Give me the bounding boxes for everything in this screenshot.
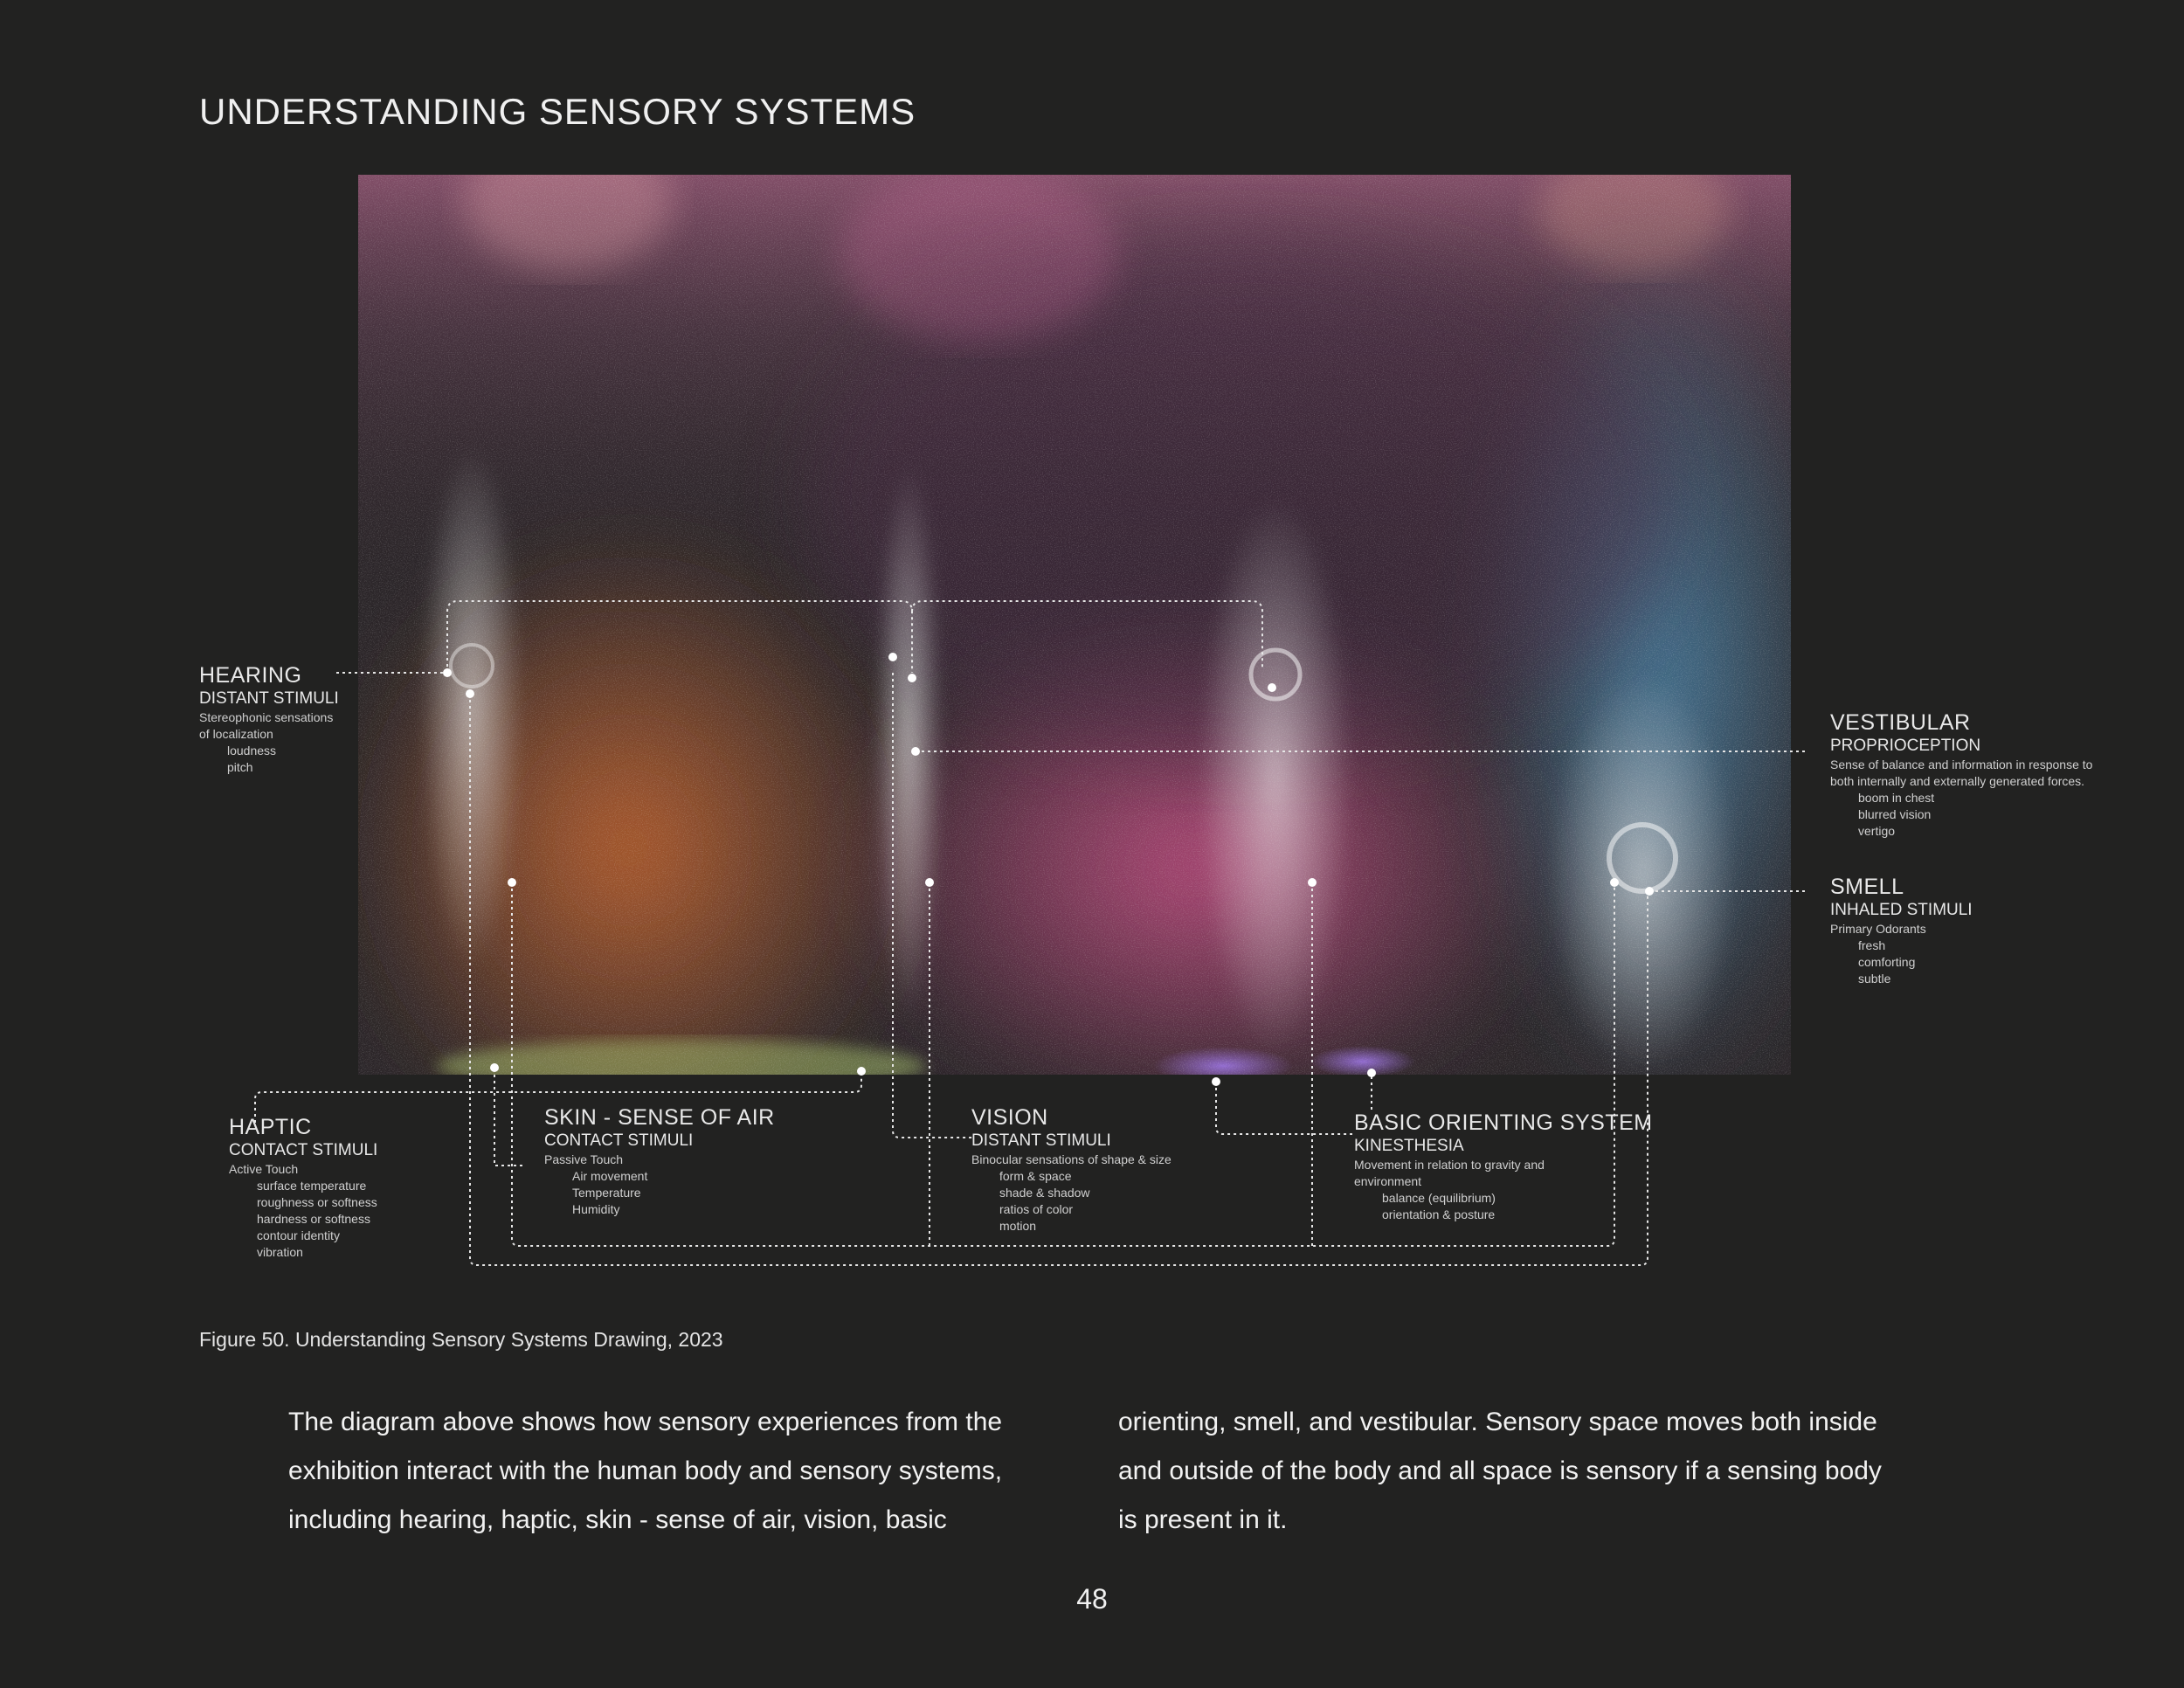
hearing-sub: DISTANT STIMULI	[199, 689, 339, 708]
page-number: 48	[1076, 1583, 1108, 1615]
vestibular-desc: both internally and externally generated…	[1830, 774, 2085, 788]
hearing-desc: Stereophonic sensations	[199, 710, 334, 724]
haptic-sub: CONTACT STIMULI	[229, 1141, 378, 1159]
orienting-label: BASIC ORIENTING SYSTEM KINESTHESIA Movem…	[1354, 1110, 1653, 1223]
smell-item: subtle	[1858, 972, 1891, 986]
haptic-item: contour identity	[257, 1228, 340, 1242]
vision-item: ratios of color	[999, 1202, 1074, 1216]
connector-lines	[254, 600, 1808, 1266]
connector-nodes	[443, 653, 1654, 1086]
haptic-heading: HAPTIC	[229, 1115, 312, 1139]
skin-heading: SKIN - SENSE OF AIR	[544, 1105, 775, 1130]
smell-item: comforting	[1858, 955, 1916, 969]
body-paragraph-right: orienting, smell, and vestibular. Sensor…	[1118, 1408, 1882, 1534]
smell-label: SMELL INHALED STIMULI Primary Odorants f…	[1830, 874, 1973, 987]
haptic-item: vibration	[257, 1245, 303, 1259]
skin-sub: CONTACT STIMULI	[544, 1131, 694, 1150]
haptic-item: hardness or softness	[257, 1212, 370, 1226]
vision-sub: DISTANT STIMULI	[971, 1131, 1111, 1150]
orienting-desc: environment	[1354, 1174, 1422, 1188]
orienting-heading: BASIC ORIENTING SYSTEM	[1354, 1110, 1653, 1135]
page-title: UNDERSTANDING SENSORY SYSTEMS	[199, 91, 916, 132]
orienting-desc: Movement in relation to gravity and	[1354, 1158, 1545, 1172]
skin-item: Temperature	[572, 1186, 641, 1200]
particle-cloud	[358, 175, 1791, 1075]
hearing-item: loudness	[227, 744, 277, 758]
skin-item: Air movement	[572, 1169, 648, 1183]
smell-desc: Primary Odorants	[1830, 922, 1926, 936]
vision-item: motion	[999, 1219, 1037, 1233]
haptic-item: surface temperature	[257, 1179, 367, 1193]
vestibular-heading: VESTIBULAR	[1830, 710, 1971, 735]
vestibular-item: boom in chest	[1858, 791, 1935, 805]
hearing-label: HEARING DISTANT STIMULI Stereophonic sen…	[199, 662, 339, 776]
skin-desc: Passive Touch	[544, 1152, 624, 1166]
hearing-desc: of localization	[199, 727, 273, 741]
vestibular-sub: PROPRIOCEPTION	[1830, 737, 1981, 755]
vestibular-label: VESTIBULAR PROPRIOCEPTION Sense of balan…	[1830, 709, 2092, 840]
haptic-item: roughness or softness	[257, 1195, 377, 1209]
haptic-label: HAPTIC CONTACT STIMULI Active Touch surf…	[229, 1114, 377, 1261]
figure-caption: Figure 50. Understanding Sensory Systems…	[199, 1328, 723, 1351]
vision-desc: Binocular sensations of shape & size	[971, 1152, 1171, 1166]
smell-sub: INHALED STIMULI	[1830, 901, 1973, 919]
orienting-item: orientation & posture	[1382, 1207, 1496, 1221]
sensory-diagram-artwork	[192, 149, 1826, 1284]
orienting-sub: KINESTHESIA	[1354, 1137, 1464, 1155]
vestibular-item: vertigo	[1858, 824, 1896, 838]
smell-item: fresh	[1858, 938, 1886, 952]
vestibular-item: blurred vision	[1858, 807, 1932, 821]
body-paragraph-left: The diagram above shows how sensory expe…	[288, 1408, 1003, 1534]
hearing-item: pitch	[227, 760, 253, 774]
orienting-item: balance (equilibrium)	[1382, 1191, 1496, 1205]
vestibular-desc: Sense of balance and information in resp…	[1830, 758, 2093, 771]
skin-label: SKIN - SENSE OF AIR CONTACT STIMULI Pass…	[544, 1104, 775, 1218]
vision-item: form & space	[999, 1169, 1072, 1183]
skin-item: Humidity	[572, 1202, 620, 1216]
smell-heading: SMELL	[1830, 875, 1904, 899]
vision-label: VISION DISTANT STIMULI Binocular sensati…	[971, 1104, 1171, 1235]
vision-item: shade & shadow	[999, 1186, 1090, 1200]
hearing-heading: HEARING	[199, 663, 302, 688]
vision-heading: VISION	[971, 1105, 1048, 1130]
haptic-desc: Active Touch	[229, 1162, 299, 1176]
